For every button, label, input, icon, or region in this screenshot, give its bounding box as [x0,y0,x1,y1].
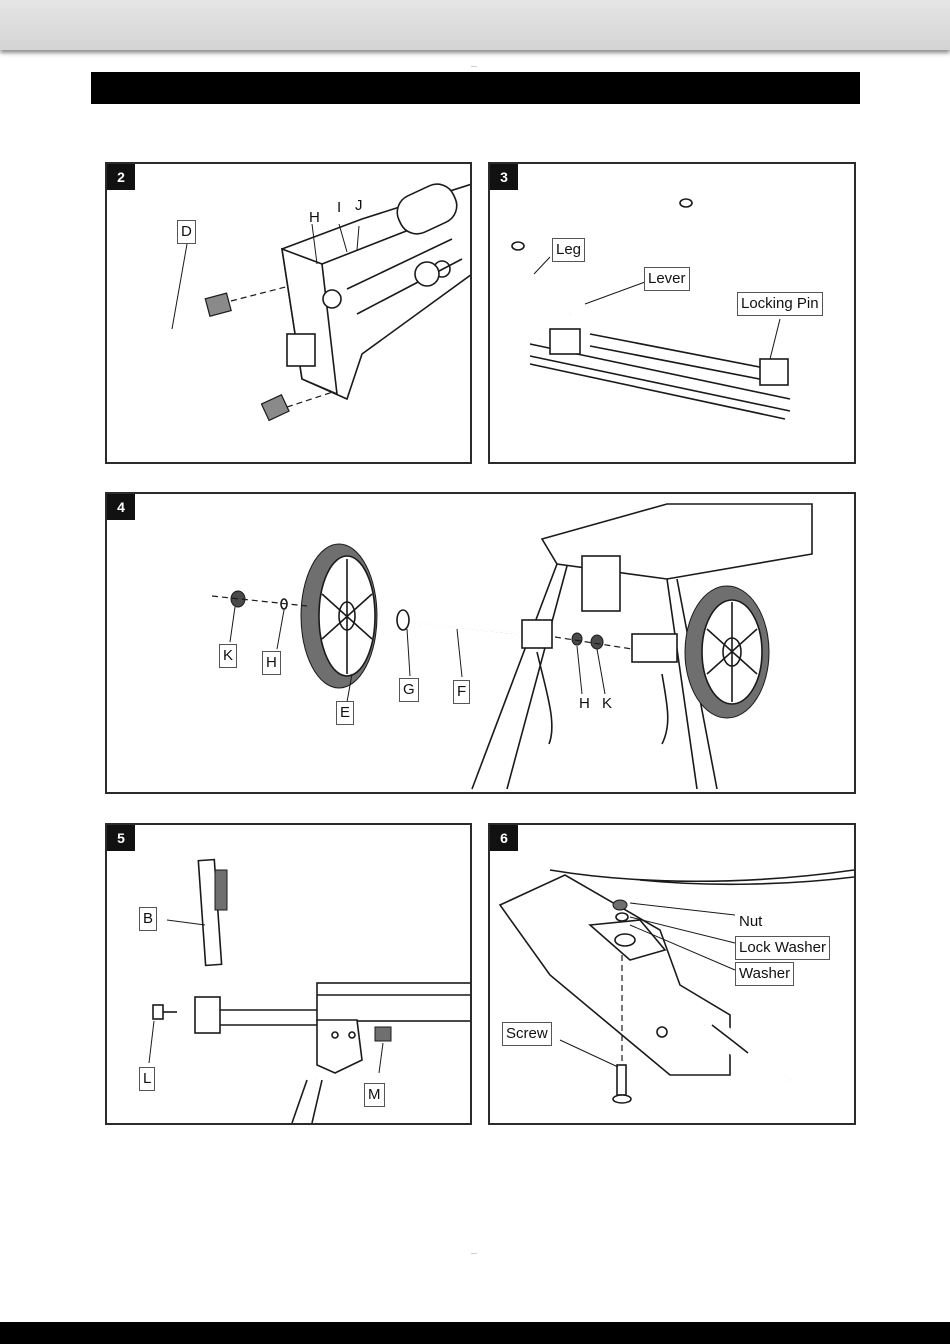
figure-number: 6 [490,825,518,851]
figure-4-illustration [107,494,854,792]
part-label-K-left: K [219,644,237,668]
top-gray-band [0,0,950,50]
figure-5-illustration [107,825,470,1123]
page-mark-top [471,66,477,67]
part-label-H: H [307,208,322,228]
figure-number: 3 [490,164,518,190]
figure-3: 3 Leg Lever Locking Pin [488,162,856,464]
label-lever: Lever [644,267,690,291]
figure-4: 4 [105,492,856,794]
part-label-J: J [353,196,365,216]
part-label-G: G [399,678,419,702]
part-label-M: M [364,1083,385,1107]
figure-6: 6 Nut Lock Washer Washer Screw [488,823,856,1125]
label-locking-pin: Locking Pin [737,292,823,316]
figure-2: 2 D H I J [105,162,472,464]
part-label-F: F [453,680,470,704]
figure-number: 2 [107,164,135,190]
figure-2-illustration [107,164,470,462]
page-mark-bottom [471,1253,477,1254]
part-label-L: L [139,1067,155,1091]
part-label-H-right: H [577,694,592,714]
bottom-black-band [0,1322,950,1344]
figure-6-illustration [490,825,854,1123]
figure-number: 5 [107,825,135,851]
part-label-B: B [139,907,157,931]
part-label-K-right: K [600,694,614,714]
figure-number: 4 [107,494,135,520]
label-nut: Nut [737,912,764,932]
part-label-D: D [177,220,196,244]
label-lock-washer: Lock Washer [735,936,830,960]
label-leg: Leg [552,238,585,262]
part-label-H-left: H [262,651,281,675]
part-label-E: E [336,701,354,725]
label-washer: Washer [735,962,794,986]
part-label-I: I [335,198,343,218]
figure-5: 5 B L M [105,823,472,1125]
section-title-bar [91,72,860,104]
label-screw: Screw [502,1022,552,1046]
